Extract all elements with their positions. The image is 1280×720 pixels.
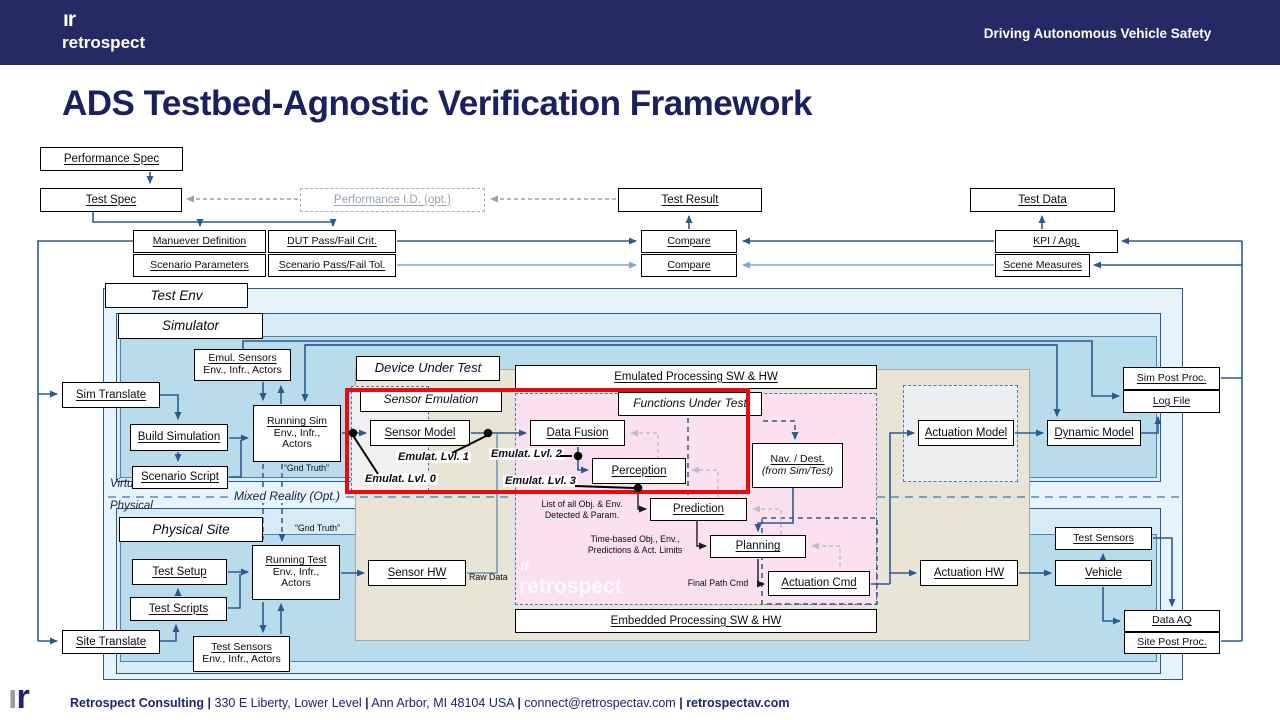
footer-website: retrospectav.com xyxy=(686,696,790,710)
label-physical-site: Physical Site xyxy=(119,517,263,542)
node-emulated-processing: Emulated Processing SW & HW xyxy=(515,365,877,389)
node-sensor-hw: Sensor HW xyxy=(368,560,466,586)
node-running-test: Running Test Env., Infr., Actors xyxy=(252,545,340,600)
raw-data-label: Raw Data xyxy=(469,572,508,582)
node-sensor-model: Sensor Model xyxy=(370,420,470,446)
node-kpi-agg: KPI / Agg. xyxy=(995,230,1118,253)
footer-logo-icon: ır xyxy=(8,678,30,716)
node-prediction: Prediction xyxy=(650,498,747,521)
emulat-lvl-0-label: Emulat. Lvl. 0 xyxy=(363,473,438,485)
node-dynamic-model: Dynamic Model xyxy=(1047,420,1141,446)
emulat-lvl-1-label: Emulat. Lvl. 1 xyxy=(396,451,471,463)
node-scene-measures: Scene Measures xyxy=(995,254,1090,277)
physical-label: Physical xyxy=(110,500,153,512)
node-test-result: Test Result xyxy=(618,188,762,212)
time-based-note: Time-based Obj., Env., Predictions & Act… xyxy=(587,534,683,555)
node-scenario-pass-fail: Scenario Pass/Fail Tol. xyxy=(268,254,396,277)
node-site-post-proc: Site Post Proc. xyxy=(1124,632,1220,654)
node-embedded-processing: Embedded Processing SW & HW xyxy=(515,609,877,633)
node-vehicle: Vehicle xyxy=(1055,560,1152,586)
gnd-truth-sim-label: “Gnd Truth” xyxy=(284,463,329,473)
node-data-fusion: Data Fusion xyxy=(530,420,625,446)
footer-email: connect@retrospectav.com xyxy=(524,696,676,710)
node-build-simulation: Build Simulation xyxy=(130,424,228,451)
node-test-setup: Test Setup xyxy=(132,559,227,585)
label-test-env: Test Env xyxy=(105,283,248,308)
mixed-reality-label: Mixed Reality (Opt.) xyxy=(228,489,347,503)
final-path-cmd-note: Final Path Cmd xyxy=(687,578,749,588)
node-test-spec: Test Spec xyxy=(40,188,182,212)
node-running-sim: Running Sim Env., Infr., Actors xyxy=(253,405,341,462)
header-tagline: Driving Autonomous Vehicle Safety xyxy=(983,26,1212,41)
node-compare-top: Compare xyxy=(641,230,737,253)
emulat-lvl-2-label: Emulat. Lvl. 2 xyxy=(489,448,564,460)
page-title: ADS Testbed-Agnostic Verification Framew… xyxy=(62,84,812,123)
watermark-logo-mark: ır xyxy=(520,557,531,574)
node-sim-translate: Sim Translate xyxy=(62,382,160,408)
retrospect-logo-icon: ır xyxy=(63,8,76,31)
node-dut-pass-fail: DUT Pass/Fail Crit. xyxy=(268,230,396,253)
label-device-under-test: Device Under Test xyxy=(356,356,500,381)
node-manuever-definition: Manuever Definition xyxy=(133,230,266,253)
node-actuation-hw: Actuation HW xyxy=(920,560,1018,586)
node-test-scripts: Test Scripts xyxy=(130,597,227,621)
node-scenario-script: Scenario Script xyxy=(132,466,228,489)
node-performance-spec: Performance Spec xyxy=(40,147,183,171)
node-compare-bottom: Compare xyxy=(641,254,737,277)
node-scenario-parameters: Scenario Parameters xyxy=(133,254,266,277)
brand-wordmark: retrospect xyxy=(62,33,146,52)
node-emul-sensors: Emul. Sensors Env., Infr., Actors xyxy=(194,349,291,381)
node-test-data: Test Data xyxy=(970,188,1115,212)
node-performance-id: Performance I.D. (opt.) xyxy=(300,188,485,212)
watermark-logo-name: retrospect xyxy=(519,575,622,598)
node-site-translate: Site Translate xyxy=(62,630,160,654)
node-log-file: Log File xyxy=(1123,390,1220,413)
node-test-sensors-phys: Test Sensors Env., Infr., Actors xyxy=(193,636,290,672)
footer-address1: 330 E Liberty, Lower Level xyxy=(214,696,362,710)
node-sim-post-proc: Sim Post Proc. xyxy=(1123,367,1220,390)
node-test-sensors-vehicle: Test Sensors xyxy=(1055,527,1152,550)
header-bar: ır retrospect Driving Autonomous Vehicle… xyxy=(0,0,1280,65)
node-actuation-cmd: Actuation Cmd xyxy=(768,571,870,596)
gnd-truth-phys-label: “Gnd Truth” xyxy=(295,523,340,533)
emulat-lvl-3-label: Emulat. Lvl. 3 xyxy=(503,475,578,487)
label-simulator: Simulator xyxy=(118,313,263,339)
footer-address2: Ann Arbor, MI 48104 USA xyxy=(371,696,514,710)
footer-company: Retrospect Consulting xyxy=(70,696,205,710)
footer-bar: ır Retrospect Consulting | 330 E Liberty… xyxy=(0,678,1280,720)
node-actuation-model: Actuation Model xyxy=(918,420,1014,446)
list-obj-note: List of all Obj. & Env. Detected & Param… xyxy=(541,499,623,520)
node-data-aq: Data AQ xyxy=(1124,610,1220,632)
node-nav-dest: Nav. / Dest. (from Sim/Test) xyxy=(752,443,843,488)
node-planning: Planning xyxy=(710,535,806,558)
footer-contact-line: Retrospect Consulting | 330 E Liberty, L… xyxy=(70,696,790,710)
